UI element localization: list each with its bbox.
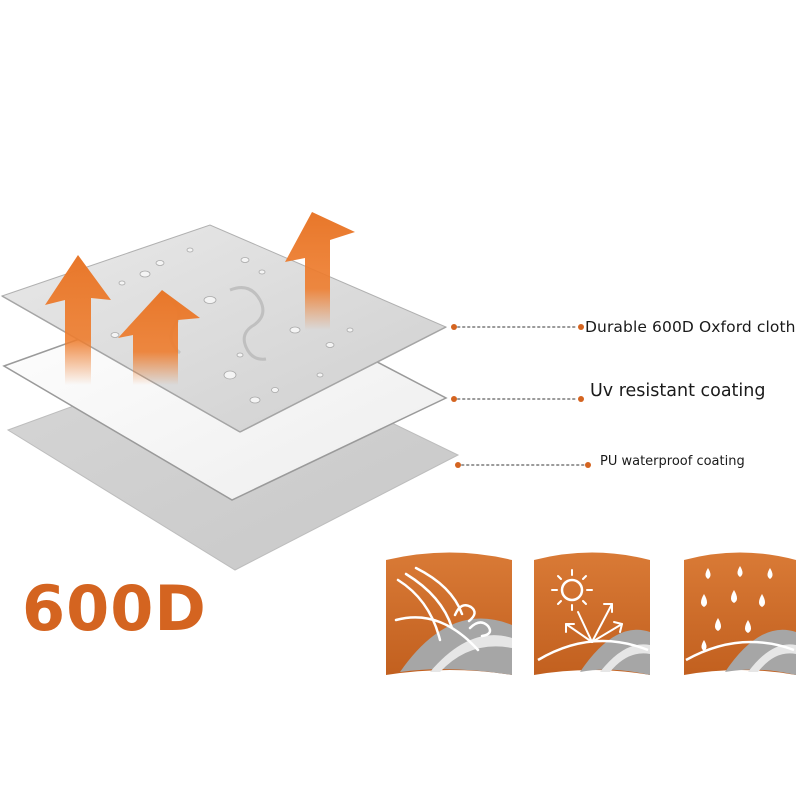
leader-lines bbox=[457, 326, 586, 466]
layer-label-uv-coating: Uv resistant coating bbox=[590, 381, 766, 401]
arrow-up-icon bbox=[45, 255, 111, 385]
leader-dot bbox=[578, 324, 584, 330]
leader-dot bbox=[585, 462, 591, 468]
arrow-up-icon bbox=[118, 290, 200, 385]
wind-icon bbox=[386, 552, 512, 675]
water-droplets bbox=[110, 247, 354, 404]
leader-dot bbox=[455, 462, 461, 468]
sun-uv-icon bbox=[534, 552, 650, 675]
denier-title: 600D bbox=[22, 572, 207, 645]
breathable-arrows bbox=[45, 212, 355, 385]
layer-label-oxford-cloth: Durable 600D Oxford cloth bbox=[585, 318, 796, 336]
leader-dot bbox=[451, 396, 457, 402]
leader-dot bbox=[578, 396, 584, 402]
arrow-up-icon bbox=[285, 212, 355, 330]
rain-drops-icon bbox=[684, 552, 796, 675]
leader-dot bbox=[451, 324, 457, 330]
layer-label-pu-coating: PU waterproof coating bbox=[600, 454, 745, 469]
